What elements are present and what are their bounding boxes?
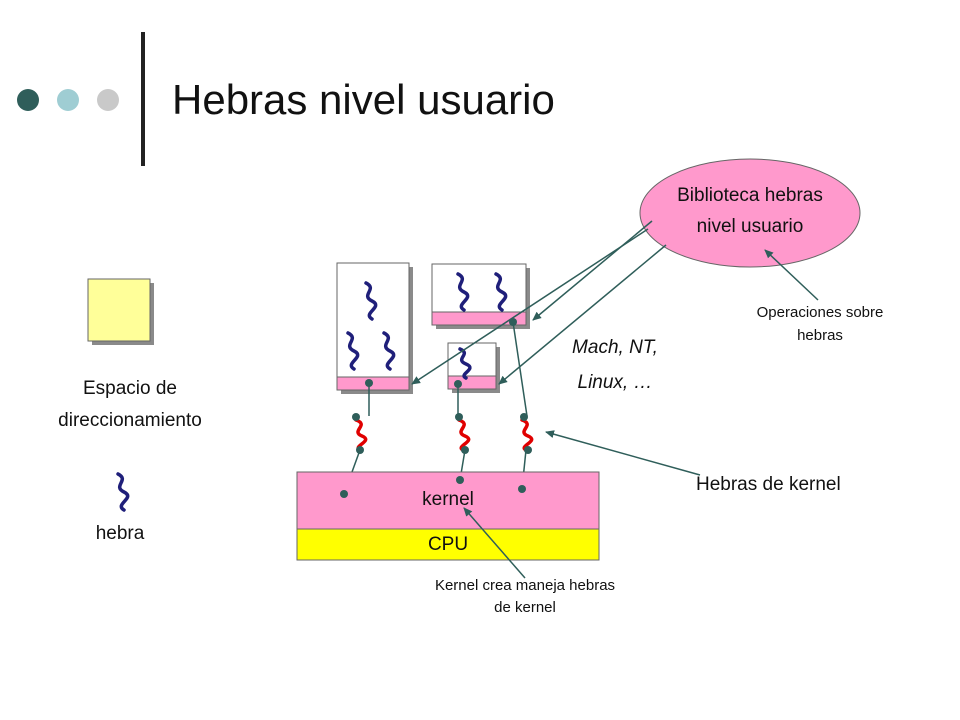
- connector-dot: [518, 485, 526, 493]
- legend-address-space-label-2: direccionamiento: [58, 410, 202, 431]
- legend-thread-icon: [116, 472, 130, 512]
- connector-dot: [454, 380, 462, 388]
- legend-address-space-label-1: Espacio de: [82, 378, 177, 399]
- kernel-block: [296, 471, 600, 530]
- connector-dot: [340, 490, 348, 498]
- process-box-2-lib-strip: [431, 311, 527, 326]
- kernel-thread-icon: [457, 418, 471, 452]
- connector-dot: [461, 446, 469, 454]
- cpu-label: CPU: [427, 534, 469, 555]
- user-thread-library: [639, 158, 861, 268]
- os-label-2: Linux, …: [577, 372, 653, 393]
- connector-dot: [524, 446, 532, 454]
- process-box-1: [336, 262, 410, 391]
- kernel-label: kernel: [422, 489, 474, 510]
- user-thread-icon: [364, 281, 378, 321]
- library-label-2: nivel usuario: [696, 216, 804, 237]
- legend-address-space-box: [87, 278, 151, 342]
- cpu-block: [296, 528, 600, 561]
- library-arrow: [498, 244, 667, 385]
- kernel-thread-icon: [354, 418, 368, 452]
- kernel-threads-arrow: [545, 430, 701, 476]
- connector-dot: [352, 413, 360, 421]
- user-thread-icon: [494, 272, 508, 312]
- library-arrow: [532, 220, 653, 321]
- title-dot-gray: [97, 89, 119, 111]
- kernel-note-label-1: Kernel crea maneja hebras: [434, 577, 616, 594]
- kernel-note-label-2: de kernel: [494, 599, 556, 616]
- connector-dot: [365, 379, 373, 387]
- library-arrow: [411, 228, 649, 385]
- user-thread-icon: [456, 272, 470, 312]
- user-thread-icon: [458, 347, 472, 380]
- library-label-1: Biblioteca hebras: [677, 185, 823, 206]
- title-dot-teal: [57, 89, 79, 111]
- connector-dot: [356, 446, 364, 454]
- ops-label-1: Operaciones sobre: [756, 304, 884, 321]
- connector-dot: [456, 476, 464, 484]
- user-thread-icon: [346, 331, 360, 371]
- ops-arrow: [764, 249, 819, 301]
- kernel-threads-label: Hebras de kernel: [696, 474, 841, 495]
- title-dot-dark: [17, 89, 39, 111]
- title-divider: [141, 32, 145, 166]
- kernel-thread-icon: [520, 418, 534, 452]
- user-thread-icon: [382, 331, 396, 371]
- connector-dot: [509, 318, 517, 326]
- page-title: Hebras nivel usuario: [172, 76, 555, 123]
- kernel-note-arrow: [463, 507, 526, 579]
- connector-line: [512, 321, 528, 417]
- process-box-1-lib-strip: [336, 376, 410, 391]
- ops-label-2: hebras: [797, 327, 843, 344]
- os-label-1: Mach, NT,: [572, 337, 658, 358]
- connector-dot: [520, 413, 528, 421]
- connector-dot: [455, 413, 463, 421]
- legend-thread-label: hebra: [95, 523, 145, 544]
